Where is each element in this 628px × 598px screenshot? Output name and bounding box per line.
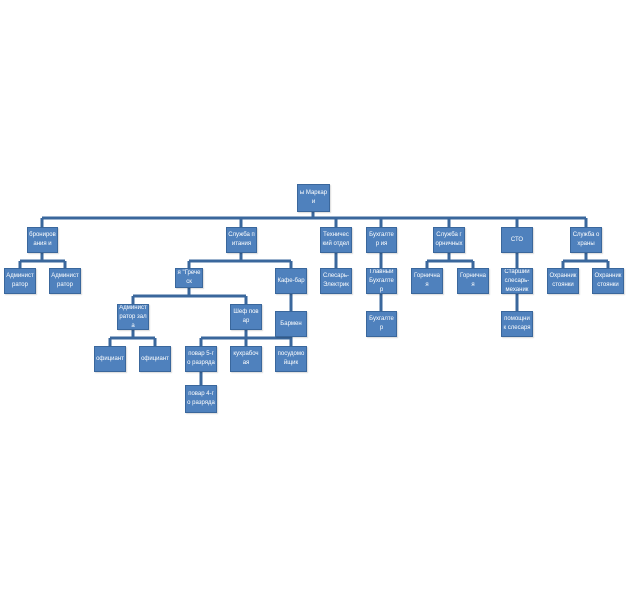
chief-accountant: Главный Бухгалтер — [366, 268, 397, 294]
cook-grade-4: повар 4-го разряда — [185, 385, 217, 413]
bartender: Бармен — [275, 311, 307, 337]
maid-1: Горничная — [411, 268, 443, 294]
dept-tech: Техничес кий отдел — [320, 227, 352, 253]
dept-accounting: Бухгалтер ия — [366, 227, 397, 253]
cafe-bar: Кафе-бар — [275, 268, 307, 294]
hall-administrator: Админист ратор зала — [117, 304, 149, 330]
greek-restaurant: я "Греческ — [175, 268, 203, 288]
dept-security: Служба охраны — [570, 227, 602, 253]
chef: Шеф повар — [230, 304, 262, 330]
administrator-2: Админист ратор — [49, 268, 81, 294]
root-node: ы Маркари — [297, 184, 330, 212]
administrator-1: Админист ратор — [4, 268, 36, 294]
dept-housekeeping: Служба горничных — [433, 227, 465, 253]
electrician: Слесарь-Электрик — [320, 268, 352, 294]
waiter-1: официант — [94, 346, 126, 372]
dishwasher: посудомойщик — [275, 346, 307, 372]
dept-booking: бронирования и — [27, 227, 58, 253]
dept-food: Служба питания — [226, 227, 257, 253]
kitchen-worker: кухрабочая — [230, 346, 262, 372]
cook-grade-5: повар 5-го разряда — [185, 346, 217, 372]
guard-2: Охранник стоянки — [592, 268, 624, 294]
senior-mechanic: Старший слесарь-механик — [501, 268, 533, 294]
waiter-2: официант — [139, 346, 171, 372]
accountant: Бухгалтер — [366, 311, 397, 337]
maid-2: Горничная — [457, 268, 489, 294]
guard-1: Охранник стоянки — [547, 268, 579, 294]
mechanic-assistant: помощник слесаря — [501, 311, 533, 337]
dept-sto: СТО — [501, 227, 533, 253]
